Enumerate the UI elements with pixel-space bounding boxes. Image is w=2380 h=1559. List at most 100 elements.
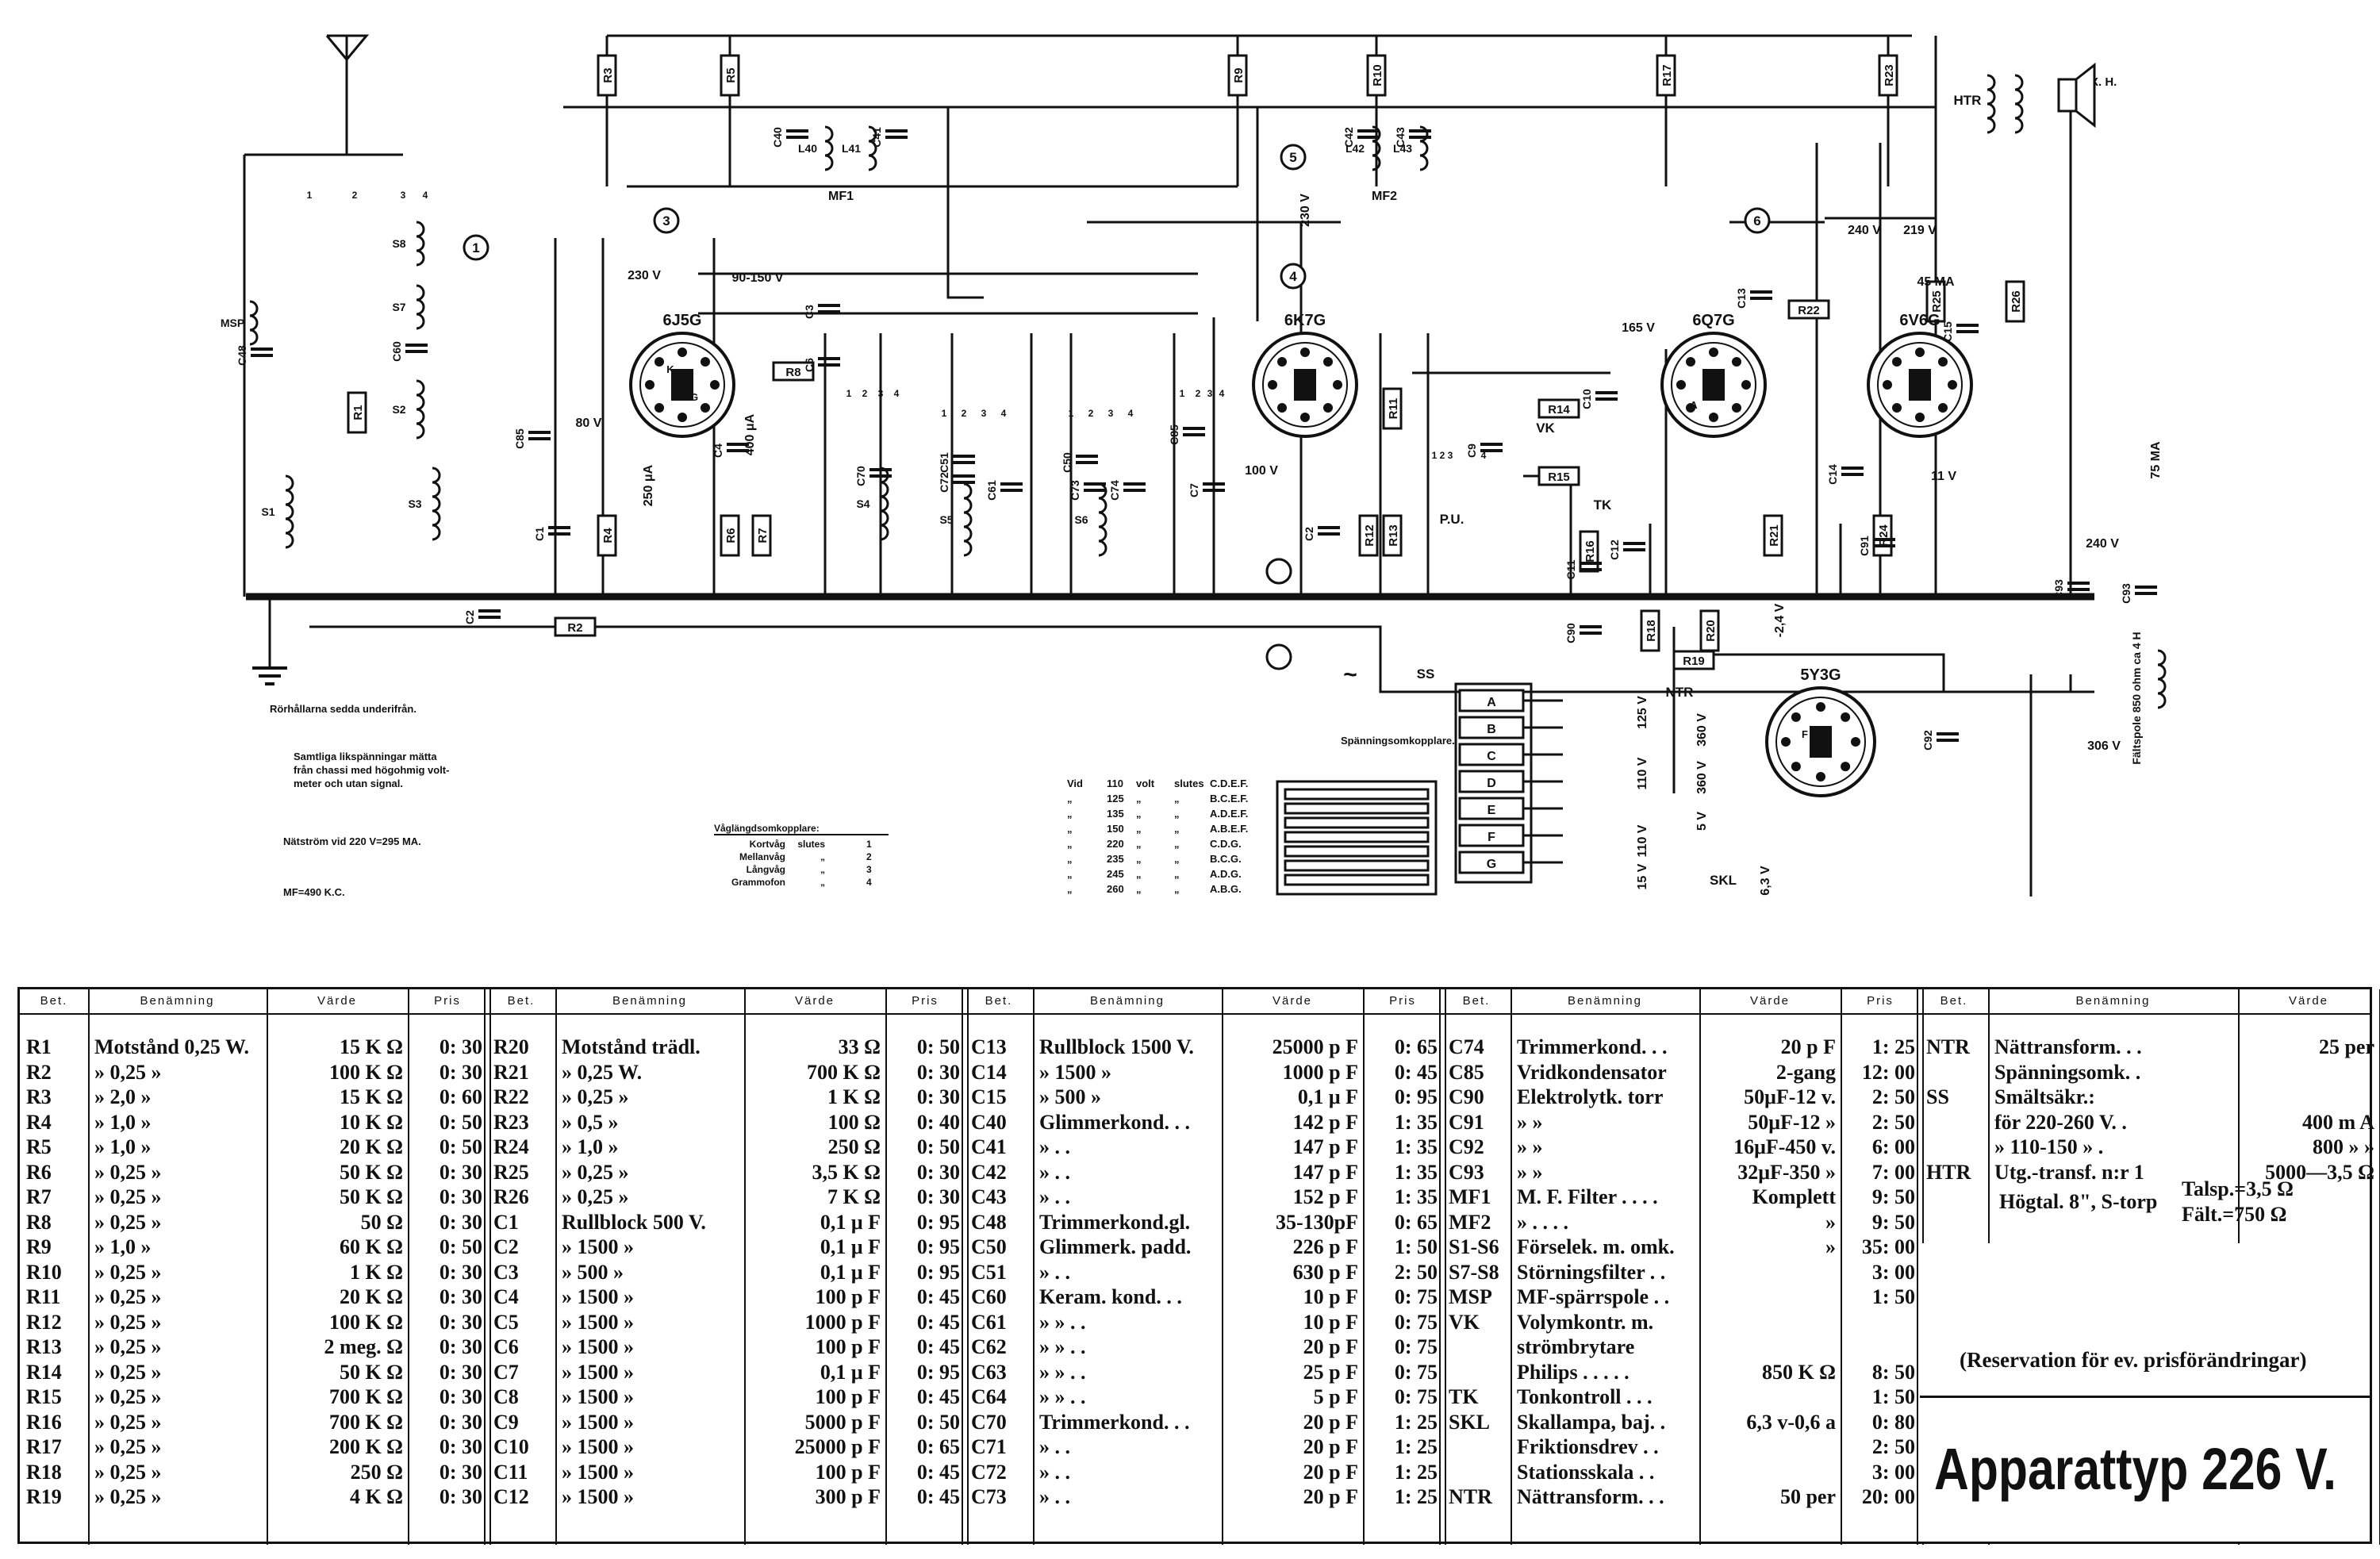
value-cell: 50μF-12 v. (1744, 1085, 1836, 1108)
value-cell: 5 p F (1313, 1385, 1358, 1408)
value-cell: 60 K Ω (339, 1235, 403, 1258)
circuit-marker: 5 (1280, 144, 1307, 171)
switch-number: 2 (352, 190, 358, 201)
designation-cell: C61 (971, 1310, 1007, 1334)
price-cell: 20: 00 (1861, 1485, 1915, 1508)
value-cell (1706, 1285, 1836, 1309)
value-cell: 147 p F (1292, 1135, 1358, 1158)
resistor-body (2005, 280, 2025, 323)
table-verb: „ (1174, 883, 1180, 895)
designation-cell: R11 (26, 1285, 61, 1308)
column-header: Benämning (612, 994, 687, 1008)
tube-pin (1892, 402, 1902, 413)
resistor-body (1763, 514, 1783, 557)
table-volts: 220 (1107, 838, 1124, 850)
designation-cell (1449, 1461, 1506, 1484)
designation-cell: R22 (493, 1085, 529, 1108)
price-cell: 0: 50 (439, 1235, 482, 1258)
capacitor-label: C9 (1465, 444, 1478, 458)
circuit-marker: 4 (1280, 263, 1307, 290)
resistor-label: R2 (567, 621, 582, 635)
description-cell: » 0,25 » (94, 1335, 162, 1358)
designation-cell: R24 (493, 1135, 529, 1158)
table-unit: volt (1136, 778, 1155, 789)
description-cell: Förselek. m. omk. (1517, 1235, 1675, 1258)
capacitor-label: C7 (1188, 483, 1200, 497)
resistor: R15 (1537, 466, 1580, 486)
resistor: R13 (1382, 514, 1403, 557)
vacuum-tube: 5Y3G (1765, 666, 1876, 797)
value-cell: 100 Ω (827, 1110, 881, 1134)
switch-number: 3 (1108, 408, 1114, 419)
description-cell: » 1500 » (562, 1460, 634, 1484)
vacuum-tube: 6Q7G (1660, 312, 1767, 438)
description-cell: » 0,25 » (94, 1460, 162, 1484)
resistor-body (1640, 609, 1660, 652)
description-cell: Smältsäkr.: (1994, 1085, 2095, 1108)
designation-cell: MSP (1449, 1285, 1492, 1308)
designation-cell: C42 (971, 1160, 1007, 1184)
tube-label: 6V6G (1899, 312, 1940, 329)
column-header: Benämning (140, 994, 215, 1008)
resistor-label: R12 (1363, 524, 1376, 547)
coil: S8 (392, 221, 425, 267)
tube-pin (678, 413, 687, 422)
table-prefix: „ (1067, 883, 1073, 895)
switch-number: 1 2 3 (1432, 450, 1453, 461)
capacitor-label: C41 (870, 127, 883, 148)
price-cell: 0: 30 (916, 1060, 960, 1084)
capacitor-label: C91 (1858, 536, 1871, 556)
column-header: Bet. (1462, 994, 1491, 1008)
price-cell: 0: 95 (1394, 1085, 1438, 1108)
coil-winding (824, 125, 834, 171)
band-switch-frame (1276, 780, 1438, 896)
value-cell: 50 per (1779, 1485, 1836, 1508)
designation-cell: SS (1926, 1085, 1949, 1108)
description-cell: » 0,25 » (94, 1185, 162, 1208)
table-row: för 220-260 V. .400 m A0: 75 (20, 1111, 2374, 1135)
designation-cell: R20 (493, 1035, 529, 1058)
resistor: R26 (2005, 280, 2025, 323)
table-prefix: „ (1067, 838, 1073, 850)
wave-verb: „ (820, 864, 825, 875)
description-cell: » 1500 » (562, 1410, 634, 1434)
tube-pin (700, 357, 710, 367)
description-cell: Motstånd trädl. (562, 1035, 701, 1058)
coil: S6 (1074, 482, 1107, 557)
table-unit: „ (1136, 808, 1142, 820)
marker-number: 3 (662, 213, 670, 228)
dc-voltage-note: Samtliga likspänningar mätta från chassi… (294, 751, 450, 789)
table-row: C93» »32μF-350 »7: 00 (20, 1161, 2370, 1185)
coil: S5 (939, 482, 973, 557)
designation-cell: S1-S6 (1449, 1235, 1499, 1258)
tube-key (1810, 726, 1832, 758)
capacitor: C11 (1564, 559, 1602, 579)
resistor: R22 (1787, 299, 1830, 320)
table-unit: „ (1136, 793, 1142, 804)
tube-pin (1948, 380, 1957, 390)
value-cell: 0,1 μ F (820, 1360, 881, 1384)
table-row: Spänningsomk. .5: 00 (20, 1061, 2370, 1085)
wave-verb: „ (820, 877, 825, 888)
price-cell (1847, 1311, 1915, 1334)
component-label: Fältspole 850 ohm ca 4 H (2130, 632, 2143, 764)
tube-pin (654, 357, 665, 367)
resistor: R10 (1366, 54, 1387, 97)
price-cell: 3: 00 (1871, 1460, 1915, 1484)
tube-pin (1322, 402, 1333, 413)
description-cell: » 0,25 » (94, 1160, 162, 1184)
voltage-label: 250 μA (642, 464, 655, 506)
column-header: Benämning (2075, 994, 2151, 1008)
resistor-label: R13 (1387, 524, 1400, 547)
circuit-marker: 3 (653, 207, 680, 234)
band-switch-wafer (1284, 831, 1430, 843)
tube-pin (1883, 380, 1892, 390)
model-separator (1920, 1396, 2370, 1398)
table-contacts: A.B.E.F. (1210, 823, 1248, 835)
